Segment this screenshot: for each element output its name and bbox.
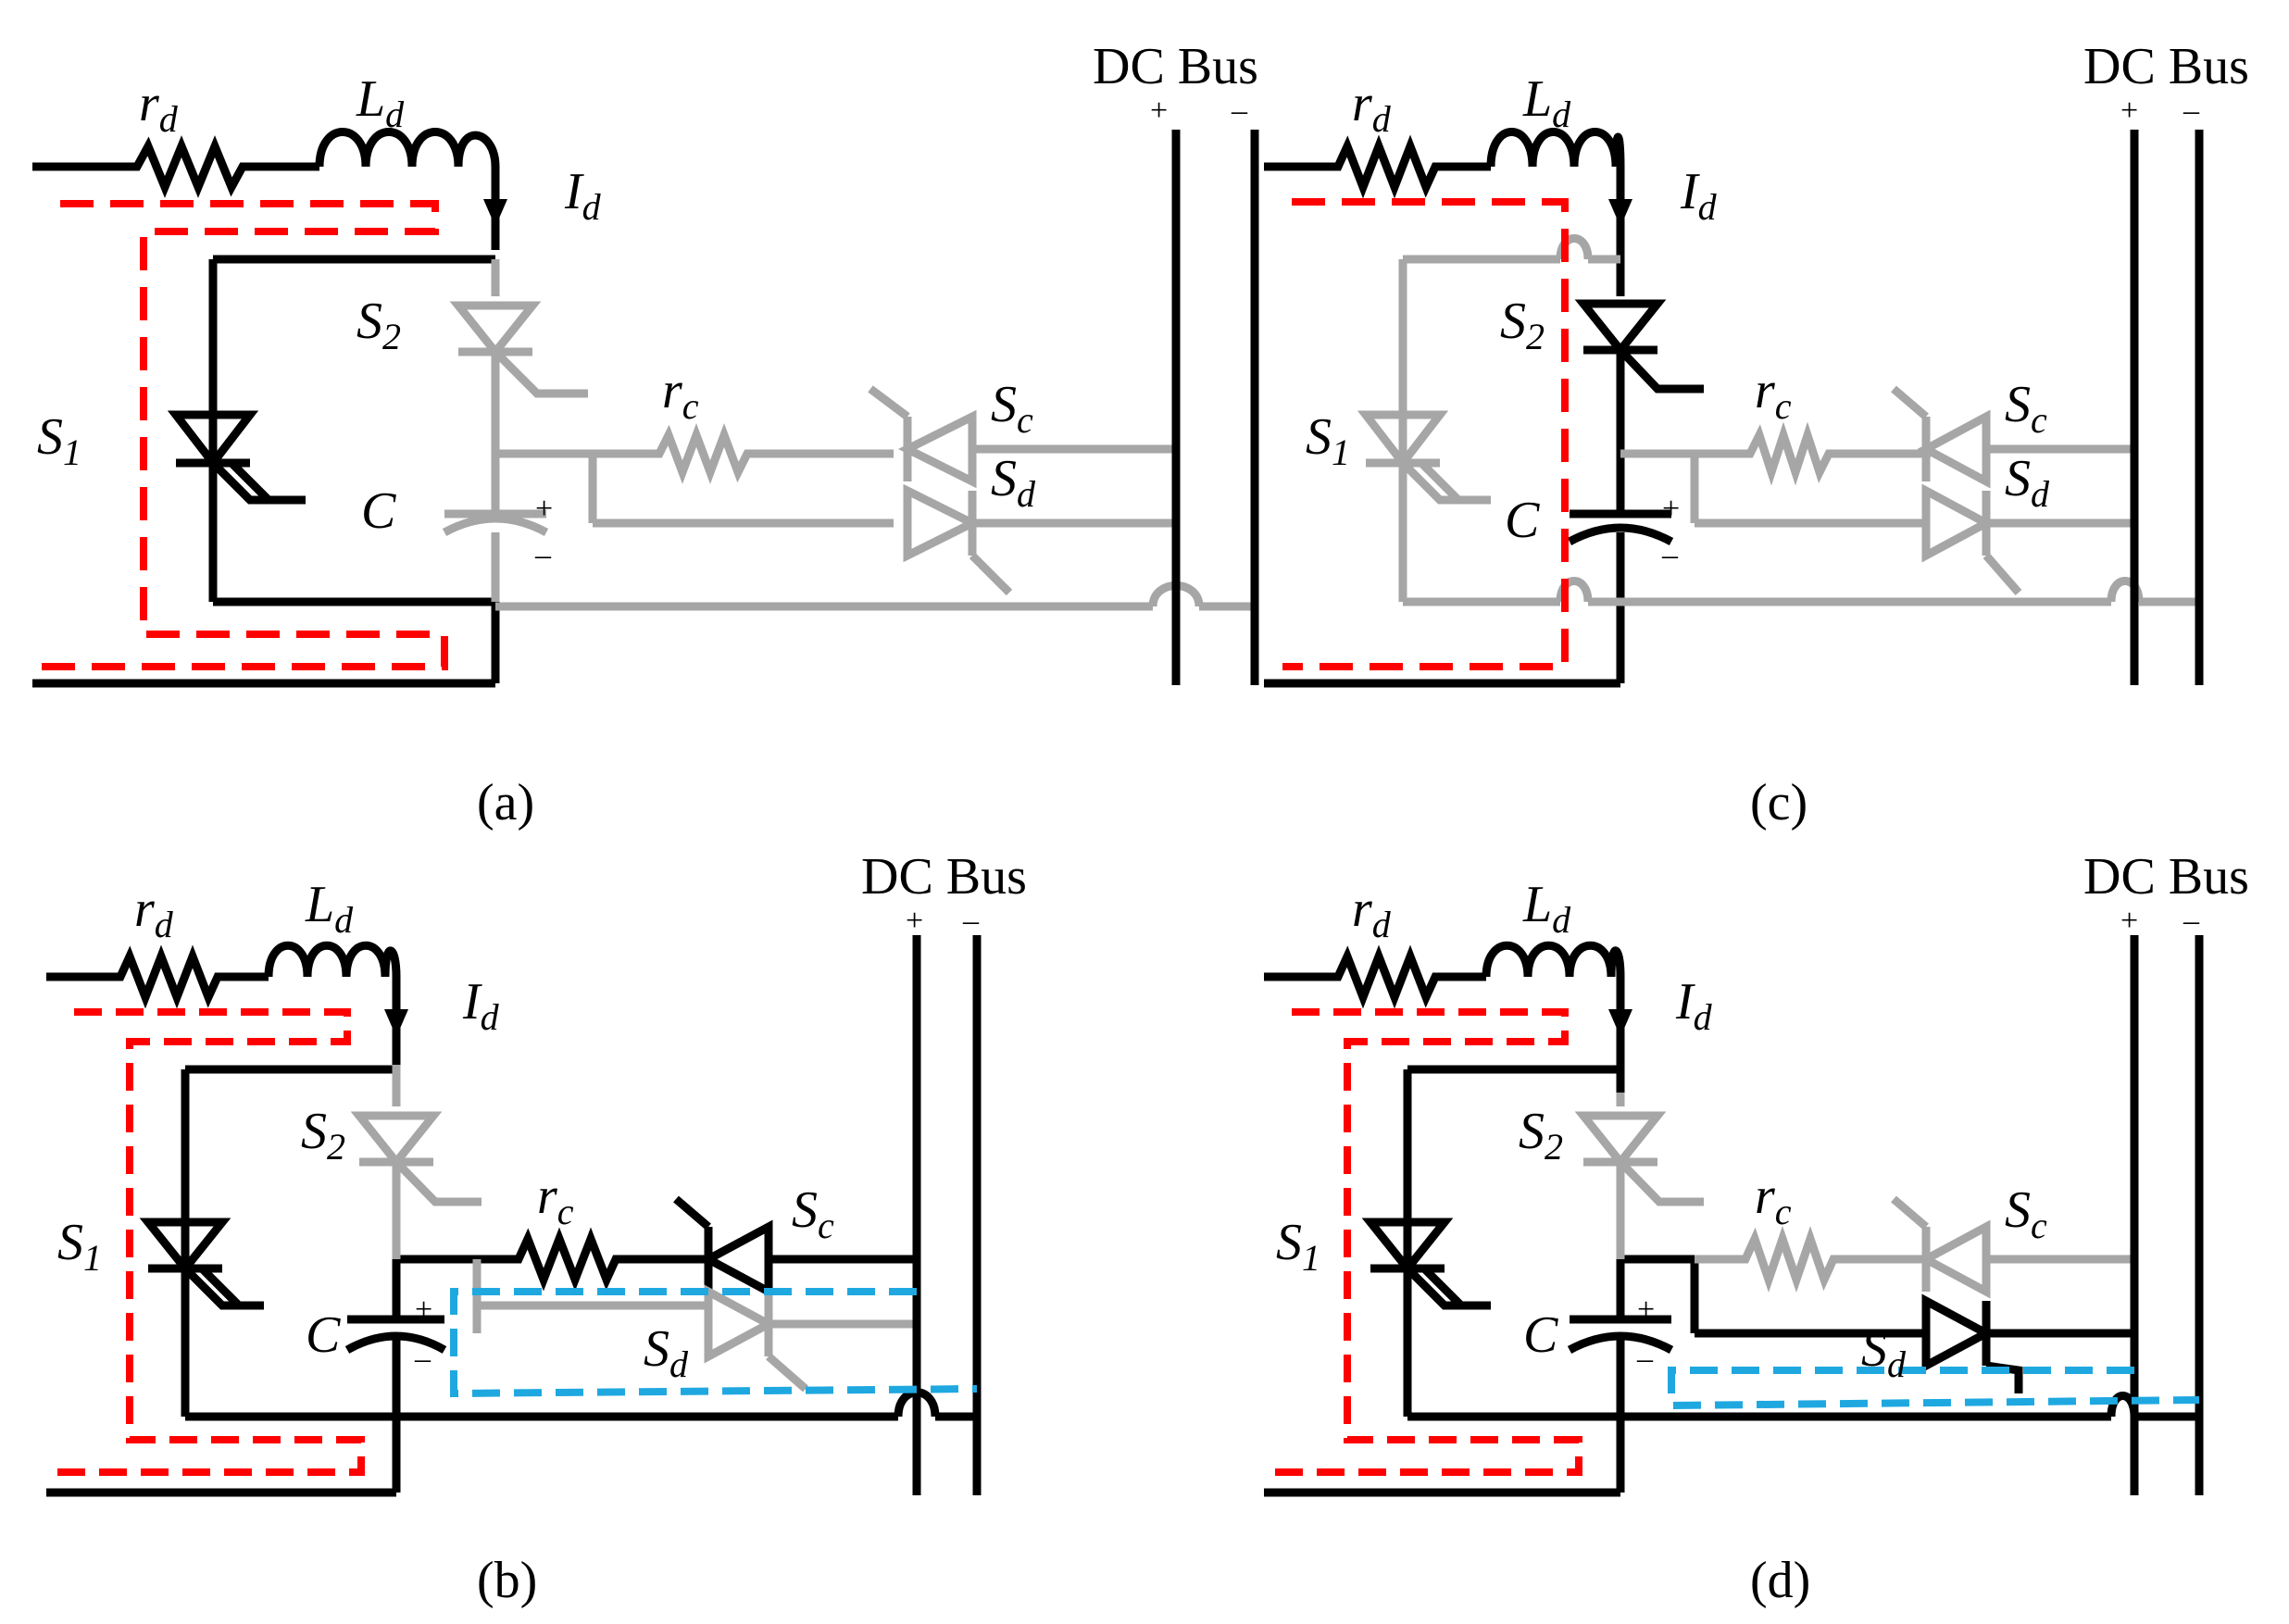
panel-a: rd Ld Id S2 S1 C + – rc Sc Sd DC Bus + –… xyxy=(32,38,1259,831)
charge-current-path xyxy=(37,200,448,670)
discharge-current-path xyxy=(450,1288,978,1398)
id-label: Id xyxy=(462,973,500,1038)
rd-label: rd xyxy=(1352,881,1392,945)
sd-label: Sd xyxy=(991,450,1036,515)
ld-label: Ld xyxy=(305,876,354,941)
dc-bus-label: DC Bus xyxy=(2083,38,2249,95)
s2-label: S2 xyxy=(1500,293,1545,357)
id-label: Id xyxy=(564,163,602,228)
ld-label: Ld xyxy=(1522,70,1571,135)
s2-thyristor-icon xyxy=(1574,299,1704,394)
charge-current-path xyxy=(1282,198,1569,670)
bus-minus-label: – xyxy=(962,904,980,938)
sd-label: Sd xyxy=(644,1320,689,1385)
cap-plus-label: + xyxy=(1662,492,1680,526)
cap-plus-label: + xyxy=(415,1293,432,1327)
id-label: Id xyxy=(1675,973,1713,1038)
rd-label: rd xyxy=(139,75,179,140)
bus-plus-label: + xyxy=(2120,94,2138,128)
rc-label: rc xyxy=(1755,1168,1792,1232)
c-label: C xyxy=(306,1306,341,1364)
bus-minus-label: – xyxy=(1231,94,1248,128)
cap-minus-label: – xyxy=(1661,538,1679,572)
rc-label: rc xyxy=(662,362,699,427)
panel-c: rd Ld Id S2 S1 C + – rc Sc Sd DC Bus + –… xyxy=(1264,38,2249,831)
c-label: C xyxy=(1523,1306,1558,1364)
rd-label: rd xyxy=(1352,75,1392,140)
caption-c: (c) xyxy=(1750,774,1807,831)
ld-label: Ld xyxy=(1522,876,1571,941)
s1-thyristor-icon xyxy=(1361,1218,1491,1310)
caption-d: (d) xyxy=(1750,1552,1810,1609)
cap-plus-label: + xyxy=(1637,1293,1655,1327)
input-line xyxy=(32,128,500,688)
bus-plus-label: + xyxy=(906,904,923,938)
s1-label: S1 xyxy=(1276,1214,1320,1279)
sd-label: Sd xyxy=(1861,1320,1907,1385)
panel-d: rd Ld Id S2 S1 C + – rc Sc Sd DC Bus + –… xyxy=(1264,848,2249,1609)
current-arrow-icon xyxy=(483,199,507,227)
current-arrow-icon xyxy=(1608,199,1632,227)
rc-label: rc xyxy=(537,1168,574,1232)
capacitor-icon xyxy=(1567,509,1674,545)
c-label: C xyxy=(361,482,396,540)
discharge-current-path xyxy=(1668,1367,2200,1410)
current-arrow-icon xyxy=(1608,1009,1632,1037)
ld-label: Ld xyxy=(356,70,405,135)
s1-thyristor-icon xyxy=(167,410,306,505)
c-label: C xyxy=(1505,492,1540,549)
dc-bus-label: DC Bus xyxy=(2083,848,2249,906)
sd-label: Sd xyxy=(2005,450,2050,515)
sc-label: Sc xyxy=(792,1181,834,1246)
s2-label: S2 xyxy=(356,293,401,357)
inactive-branches xyxy=(1574,1093,2134,1299)
s2-label: S2 xyxy=(301,1103,345,1168)
sc-label: Sc xyxy=(2005,1181,2047,1246)
caption-a: (a) xyxy=(477,774,534,831)
dc-bus xyxy=(2130,935,2204,1495)
dc-bus xyxy=(1171,130,1259,685)
s1-label: S1 xyxy=(37,408,81,473)
inactive-branches xyxy=(350,1065,917,1393)
s1-label: S1 xyxy=(1306,408,1350,473)
dc-bus-label: DC Bus xyxy=(861,848,1027,906)
rd-label: rd xyxy=(134,881,174,945)
cap-plus-label: + xyxy=(535,492,553,526)
sc-label: Sc xyxy=(2005,376,2047,441)
s1-label: S1 xyxy=(57,1214,102,1279)
bus-plus-label: + xyxy=(2120,904,2138,938)
bus-plus-label: + xyxy=(1150,94,1168,128)
cap-minus-label: – xyxy=(414,1342,432,1376)
s1-thyristor-icon xyxy=(139,1218,264,1310)
charge-current-path xyxy=(1269,1008,1582,1476)
s2-label: S2 xyxy=(1519,1103,1563,1168)
id-label: Id xyxy=(1680,163,1718,228)
cap-minus-label: – xyxy=(1636,1342,1654,1376)
active-branches xyxy=(1264,941,2199,1497)
current-arrow-icon xyxy=(384,1009,408,1037)
caption-b: (b) xyxy=(477,1552,537,1609)
rc-label: rc xyxy=(1755,362,1792,427)
dc-bus xyxy=(2130,130,2204,685)
dc-bus xyxy=(912,935,982,1495)
panel-b: rd Ld Id S2 S1 C + – rc Sc Sd DC Bus + –… xyxy=(46,848,1027,1609)
inactive-branches xyxy=(442,259,1255,611)
sc-label: Sc xyxy=(991,376,1033,441)
cap-minus-label: – xyxy=(534,538,552,572)
bus-minus-label: – xyxy=(2183,904,2200,938)
charge-current-path xyxy=(51,1008,365,1476)
dc-bus-label: DC Bus xyxy=(1093,38,1258,95)
bus-minus-label: – xyxy=(2183,94,2200,128)
input-line xyxy=(1264,128,1625,688)
